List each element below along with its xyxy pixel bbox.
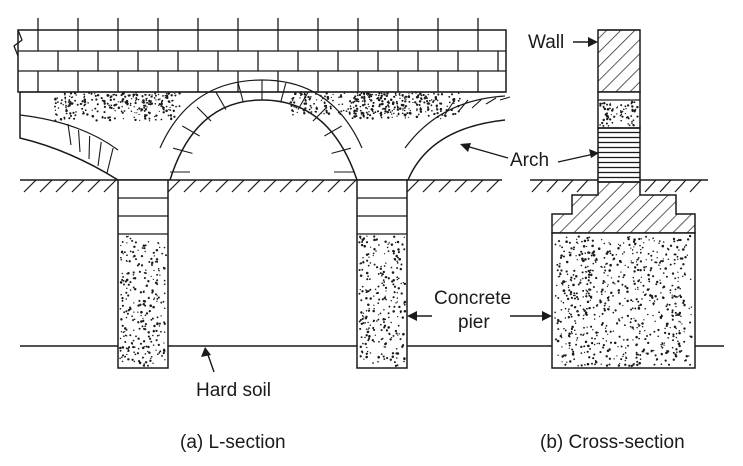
wall-hatched — [597, 29, 641, 93]
brick-wall — [13, 18, 507, 93]
cross-section — [530, 29, 724, 369]
concrete-block — [551, 232, 696, 369]
caption-cross-section: (b) Cross-section — [540, 432, 685, 453]
label-pier: pier — [458, 312, 490, 333]
l-section — [13, 18, 552, 369]
label-wall-group: Wall — [528, 32, 598, 53]
stepped-footing — [551, 181, 696, 234]
label-arch: Arch — [510, 150, 549, 171]
arch-section — [597, 127, 641, 183]
ground-line — [20, 179, 502, 193]
label-hard-soil-group: Hard soil — [196, 347, 271, 401]
label-wall: Wall — [528, 32, 564, 53]
pier-left — [117, 179, 169, 369]
label-arch-group: Arch — [460, 143, 599, 171]
label-concrete: Concrete — [434, 288, 511, 309]
caption-l-section: (a) L-section — [180, 432, 286, 453]
label-concrete-pier-group: Concrete pier — [407, 288, 552, 333]
label-hard-soil: Hard soil — [196, 380, 271, 401]
pier-right — [356, 179, 408, 369]
arch-ring — [19, 79, 511, 181]
